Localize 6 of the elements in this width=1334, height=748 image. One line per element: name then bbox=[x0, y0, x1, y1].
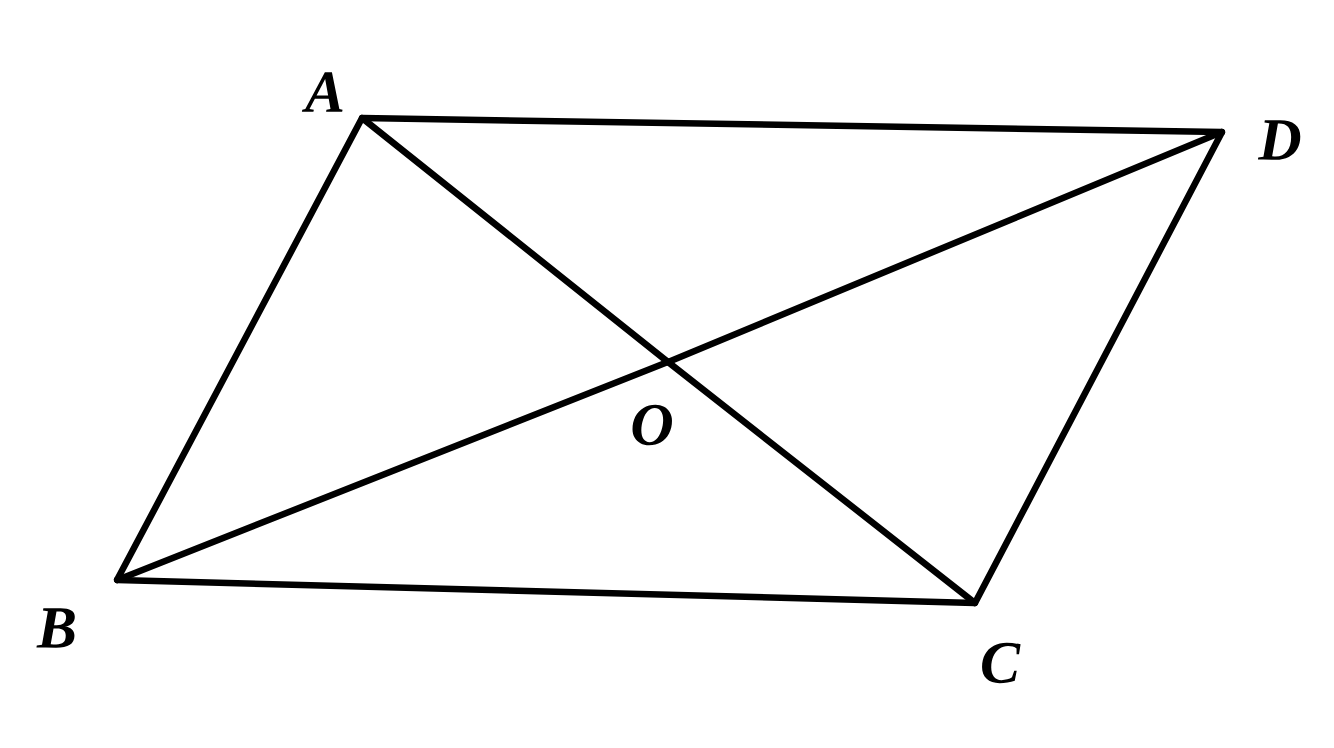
vertex-label: C bbox=[982, 642, 1021, 684]
vertex-label: D bbox=[1257, 120, 1301, 160]
vertex-label: B bbox=[36, 608, 75, 648]
line-segment bbox=[664, 128, 1226, 366]
vertex-label: O bbox=[632, 404, 672, 446]
vertex-label: A bbox=[301, 72, 343, 112]
